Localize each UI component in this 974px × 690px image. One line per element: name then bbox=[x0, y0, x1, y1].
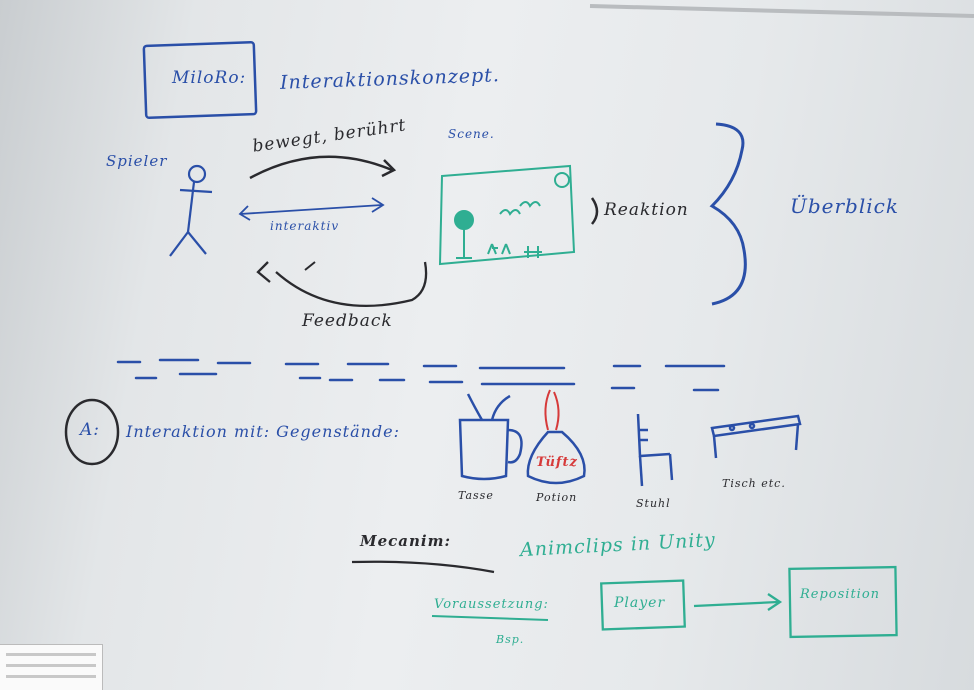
section-divider bbox=[116, 358, 726, 392]
table-label: Tisch etc. bbox=[722, 477, 786, 490]
overview-label: Überblick bbox=[790, 194, 899, 218]
reaction-label: Reaktion bbox=[604, 200, 689, 220]
chair-icon bbox=[636, 413, 674, 487]
cup-label: Tasse bbox=[458, 489, 494, 502]
arrow-top bbox=[249, 155, 393, 180]
example-label: Bsp. bbox=[496, 633, 525, 646]
arrow-bottom bbox=[275, 261, 428, 308]
potion-flask-icon bbox=[526, 389, 586, 485]
scene-sketch bbox=[438, 164, 576, 266]
chair-label: Stuhl bbox=[636, 497, 671, 510]
player-box-label: Player bbox=[614, 595, 666, 611]
table-icon bbox=[710, 414, 802, 459]
arrow-top-head bbox=[381, 159, 397, 178]
requirement-label: Voraussetzung: bbox=[434, 597, 549, 612]
paper-sheet bbox=[0, 644, 103, 690]
stick-figure-icon bbox=[169, 164, 213, 257]
player-box-outline bbox=[600, 579, 686, 631]
board-frame-edge bbox=[589, 4, 974, 18]
arrow-mid-label: interaktiv bbox=[270, 219, 340, 233]
mechanism-label: Mecanim: bbox=[360, 532, 452, 550]
arrow-bottom-label: Feedback bbox=[302, 311, 393, 331]
cup-icon bbox=[458, 393, 523, 481]
section-marker-circle bbox=[64, 398, 120, 466]
reposition-box-outline bbox=[788, 565, 898, 639]
section-marker: A: bbox=[80, 420, 101, 440]
scene-label: Scene. bbox=[448, 127, 495, 141]
potion-label: Potion bbox=[536, 491, 578, 504]
title-box-label: MiloRo: bbox=[172, 68, 247, 88]
potion-text: Tüftz bbox=[536, 455, 578, 470]
arrow-mid bbox=[239, 204, 383, 215]
title-box-outline bbox=[142, 40, 258, 120]
player-label: Spieler bbox=[106, 152, 168, 170]
reposition-box-label: Reposition bbox=[800, 587, 881, 602]
section-heading: Interaktion mit: Gegenstände: bbox=[126, 422, 401, 441]
curly-brace-icon bbox=[709, 122, 747, 306]
